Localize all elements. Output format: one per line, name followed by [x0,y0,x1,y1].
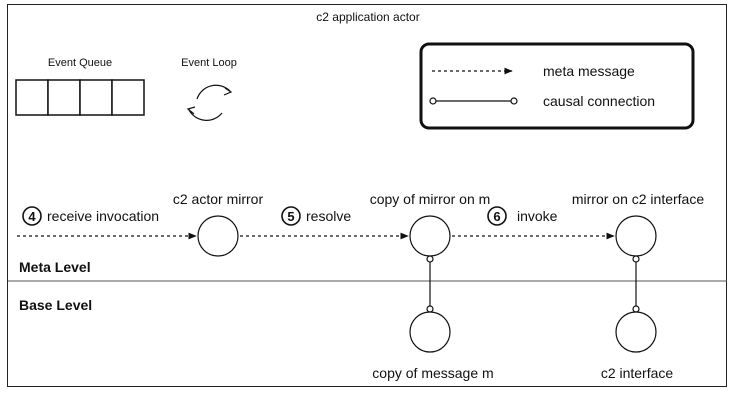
step-5-number: 5 [287,209,294,224]
message-copy-node [409,311,451,353]
step-6-number: 6 [493,209,500,224]
causal-link-message [426,255,434,313]
mirror-copy-node [409,215,451,257]
step-5: 5 resolve [281,206,351,226]
event-queue-label: Event Queue [48,57,112,69]
legend-meta-label: meta message [543,63,635,79]
causal-link-interface [632,255,640,313]
legend-causal-label: causal connection [543,93,655,109]
base-level-label: Base Level [19,297,92,313]
c2-interface-label: c2 interface [601,365,674,381]
actor-mirror-label: c2 actor mirror [173,191,264,207]
message-copy-label: copy of message m [372,365,493,381]
event-loop-icon [186,84,233,121]
actor-mirror-node [197,215,239,257]
legend-box [419,42,695,130]
step-4-number: 4 [28,209,36,224]
step-6: 6 invoke [487,206,558,226]
legend-causal-line [429,97,518,105]
meta-level-label: Meta Level [19,259,91,275]
mirror-interface-node [615,215,657,257]
step-6-label: invoke [517,208,558,224]
application-actor-frame [7,4,727,387]
c2-interface-node [615,311,657,353]
step-5-label: resolve [306,208,351,224]
step-4-label: receive invocation [47,208,159,224]
event-queue [15,79,145,116]
mirror-interface-label: mirror on c2 interface [572,191,704,207]
step-4: 4 receive invocation [22,206,159,226]
event-loop-label: Event Loop [181,57,237,69]
mirror-copy-label: copy of mirror on m [370,191,491,207]
diagram-title: c2 application actor [316,10,419,24]
